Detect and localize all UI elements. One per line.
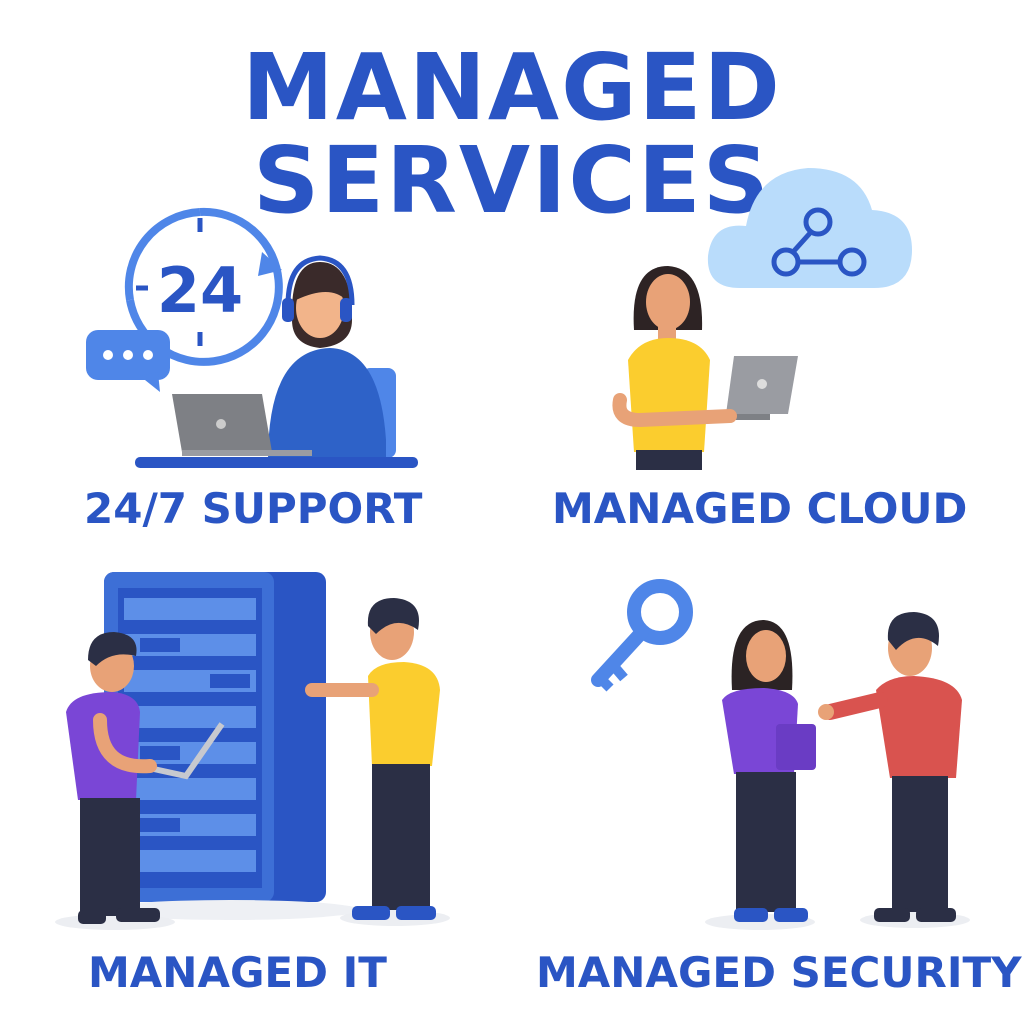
section-label-managed-it: MANAGED IT xyxy=(88,948,387,997)
page-title-line1: MANAGED xyxy=(242,34,782,141)
section-label-managed-cloud: MANAGED CLOUD xyxy=(552,484,968,533)
chat-bubble-icon xyxy=(86,330,170,392)
cloud-icon xyxy=(707,168,912,288)
security-woman-figure xyxy=(705,620,816,930)
security-man-figure xyxy=(818,612,970,928)
it-man-with-laptop-figure xyxy=(55,632,225,930)
section-label-managed-security: MANAGED SECURITY xyxy=(536,948,1022,997)
cloud-user-figure xyxy=(612,266,798,470)
support-agent-figure xyxy=(135,255,418,468)
key-icon xyxy=(591,579,693,692)
it-man-pointing-figure xyxy=(305,598,450,926)
clock-24-icon: 24 xyxy=(124,207,283,366)
page-title-line2: SERVICES xyxy=(252,127,771,234)
section-label-24-7-support: 24/7 SUPPORT xyxy=(84,484,423,533)
clock-24-text: 24 xyxy=(157,254,243,327)
